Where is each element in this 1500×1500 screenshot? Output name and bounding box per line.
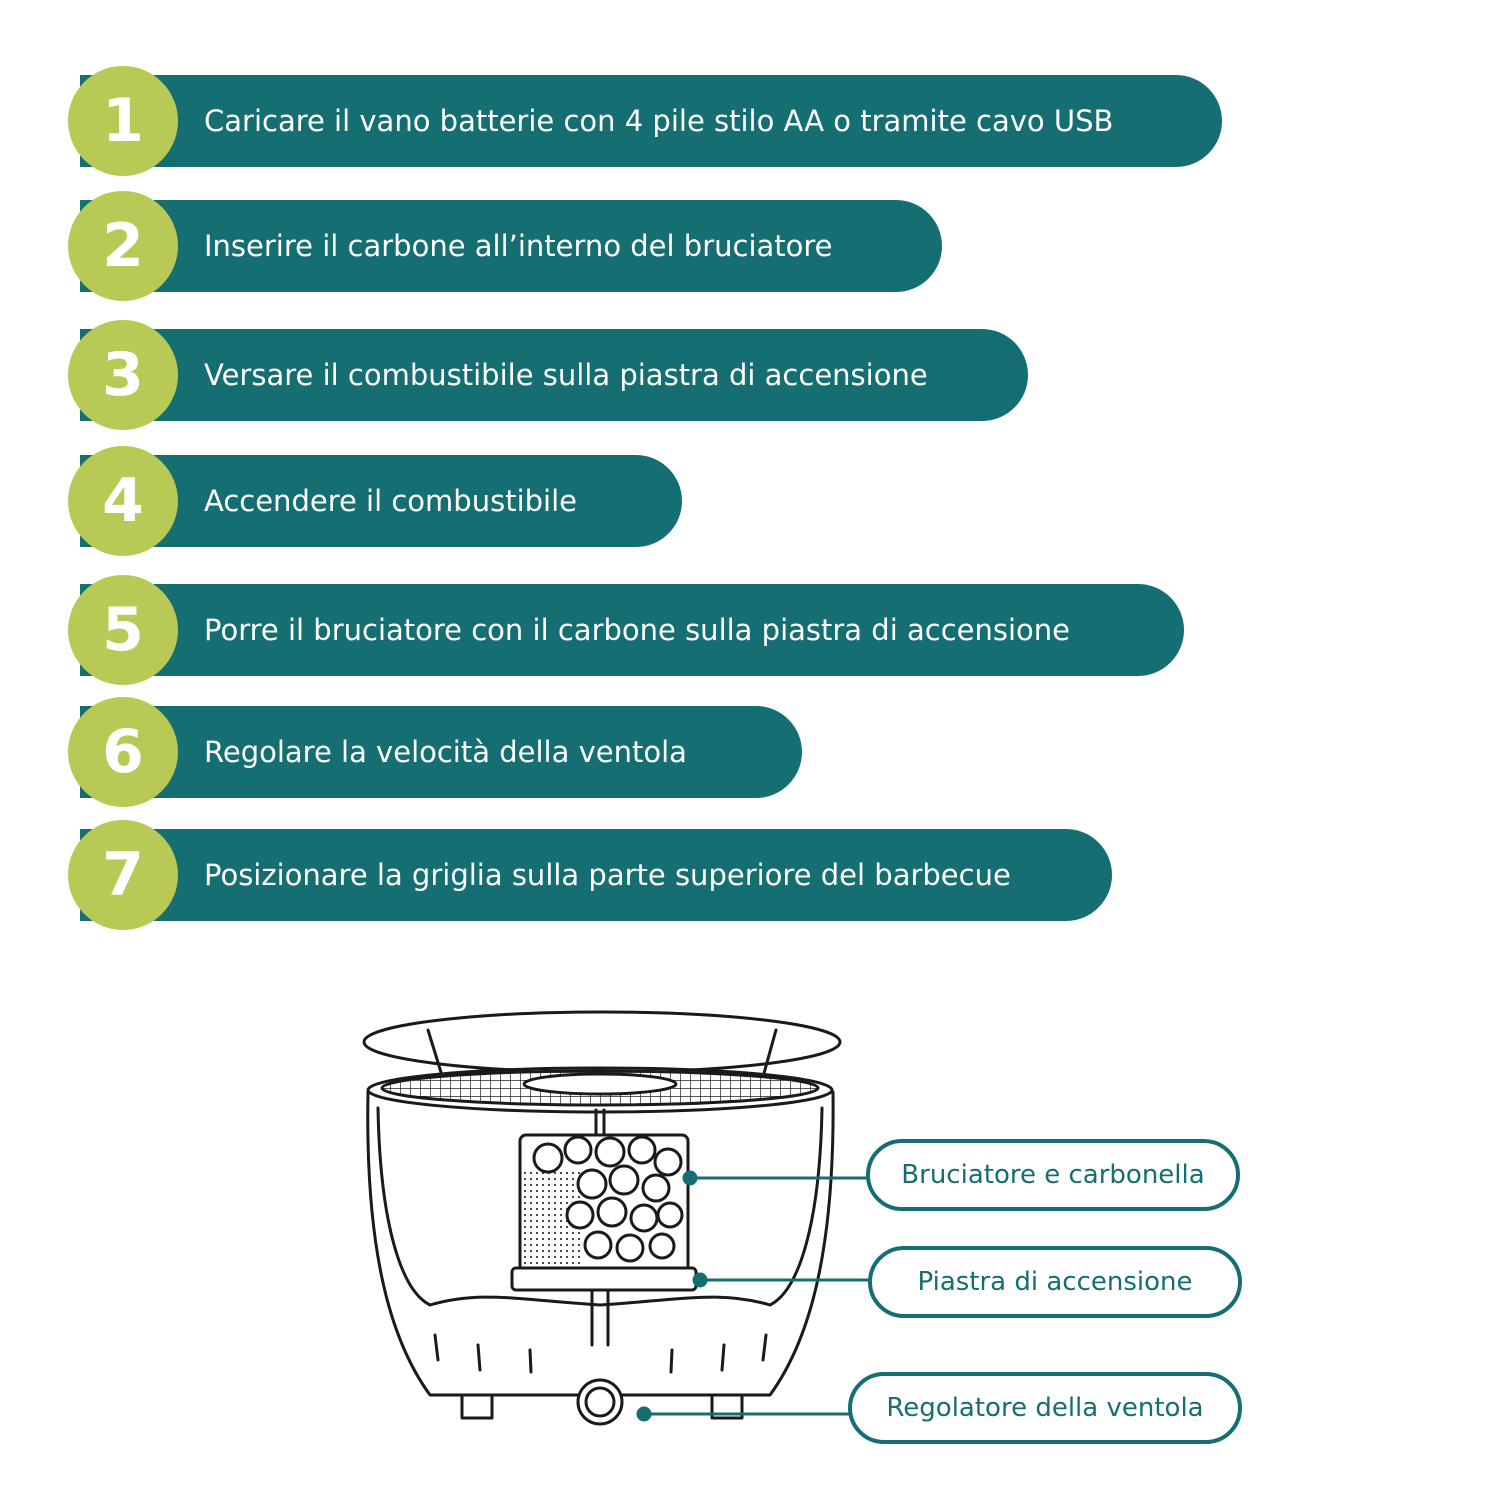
step-5-text: Porre il bruciatore con il carbone sulla…	[80, 584, 1184, 676]
ignition-plate	[510, 1266, 698, 1292]
step-7-text: Posizionare la griglia sulla parte super…	[80, 829, 1112, 921]
step-6-number: 6	[68, 697, 178, 807]
step-2-number: 2	[68, 191, 178, 301]
step-1-number: 1	[68, 66, 178, 176]
step-1-text: Caricare il vano batterie con 4 pile sti…	[80, 75, 1222, 167]
step-6-text: Regolare la velocità della ventola	[80, 706, 802, 798]
step-5-number: 5	[68, 575, 178, 685]
step-4-number: 4	[68, 446, 178, 556]
step-3-number: 3	[68, 320, 178, 430]
callout-burner: Bruciatore e carbonella	[866, 1139, 1240, 1211]
grill-cover	[362, 1010, 842, 1074]
step-7-number: 7	[68, 820, 178, 930]
step-3-text: Versare il combustibile sulla piastra di…	[80, 329, 1028, 421]
callout-fan-regulator: Regolatore della ventola	[848, 1372, 1242, 1444]
callout-ignition-plate: Piastra di accensione	[868, 1246, 1242, 1318]
step-2-text: Inserire il carbone all’interno del bruc…	[80, 200, 942, 292]
fan-knob	[576, 1378, 624, 1426]
step-4-text: Accendere il combustibile	[80, 455, 682, 547]
